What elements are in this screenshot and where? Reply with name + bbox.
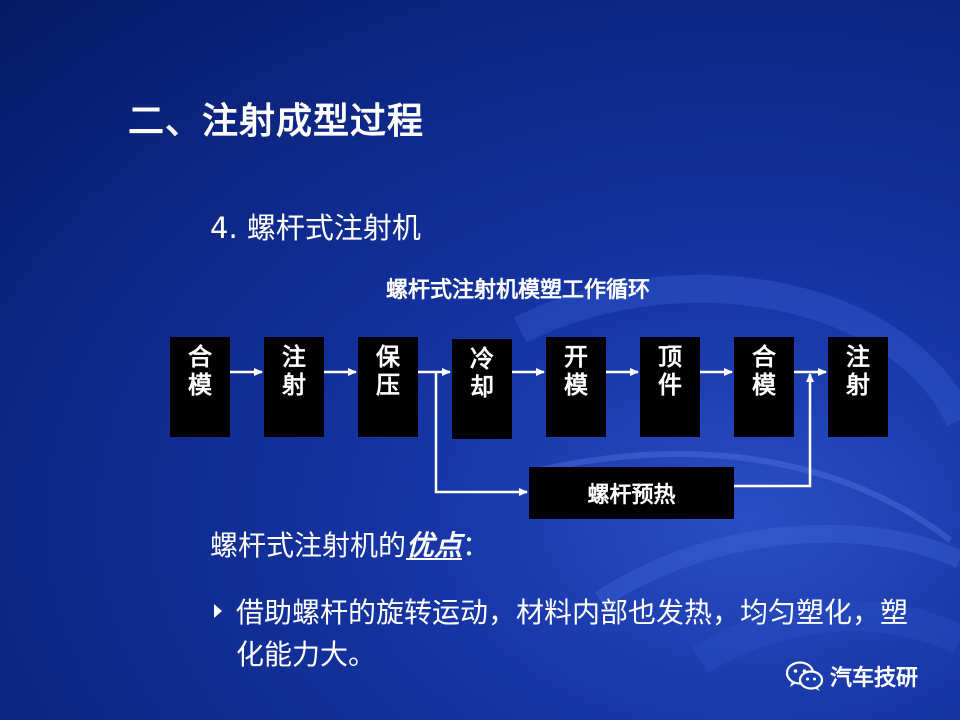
advantages-heading: 螺杆式注射机的优点： (210, 524, 490, 564)
step-open: 开模 (546, 337, 606, 437)
watermark-text: 汽车技研 (830, 666, 919, 691)
screw-preheat-box: 螺杆预热 (529, 467, 734, 519)
step-cool: 冷却 (452, 339, 512, 439)
step-clamp-2: 合模 (734, 337, 794, 437)
step-label: 合模 (752, 342, 776, 399)
wechat-icon (786, 661, 824, 691)
advantages-suffix: ： (462, 529, 491, 562)
step-label: 冷却 (470, 344, 494, 401)
step-label: 开模 (564, 342, 588, 399)
bullet-arrow-icon (214, 604, 222, 618)
step-label: 顶件 (658, 342, 682, 399)
diagram-title: 螺杆式注射机模塑工作循环 (385, 277, 650, 303)
bullet-text: 借助螺杆的旋转运动，材料内部也发热，均匀塑化，塑化能力大。 (236, 596, 909, 671)
advantages-prefix: 螺杆式注射机的 (210, 529, 407, 562)
step-inject-2: 注射 (828, 337, 888, 437)
advantages-emphasis: 优点 (406, 529, 463, 562)
step-label: 注射 (846, 342, 870, 399)
step-label: 合模 (188, 342, 212, 399)
branch-arrow-down (434, 372, 528, 496)
branch-arrow-up (734, 373, 814, 488)
step-label: 注射 (282, 342, 306, 399)
step-clamp-1: 合模 (170, 337, 230, 437)
step-label: 保压 (376, 342, 400, 399)
step-hold: 保压 (358, 337, 418, 437)
watermark: 汽车技研 (786, 659, 918, 693)
step-inject-1: 注射 (264, 337, 324, 437)
step-eject: 顶件 (640, 337, 700, 437)
slide-subtitle: 4. 螺杆式注射机 (210, 211, 421, 245)
bullet-item: 借助螺杆的旋转运动，材料内部也发热，均匀塑化，塑化能力大。 (214, 592, 914, 676)
slide-title: 二、注射成型过程 (128, 101, 425, 142)
